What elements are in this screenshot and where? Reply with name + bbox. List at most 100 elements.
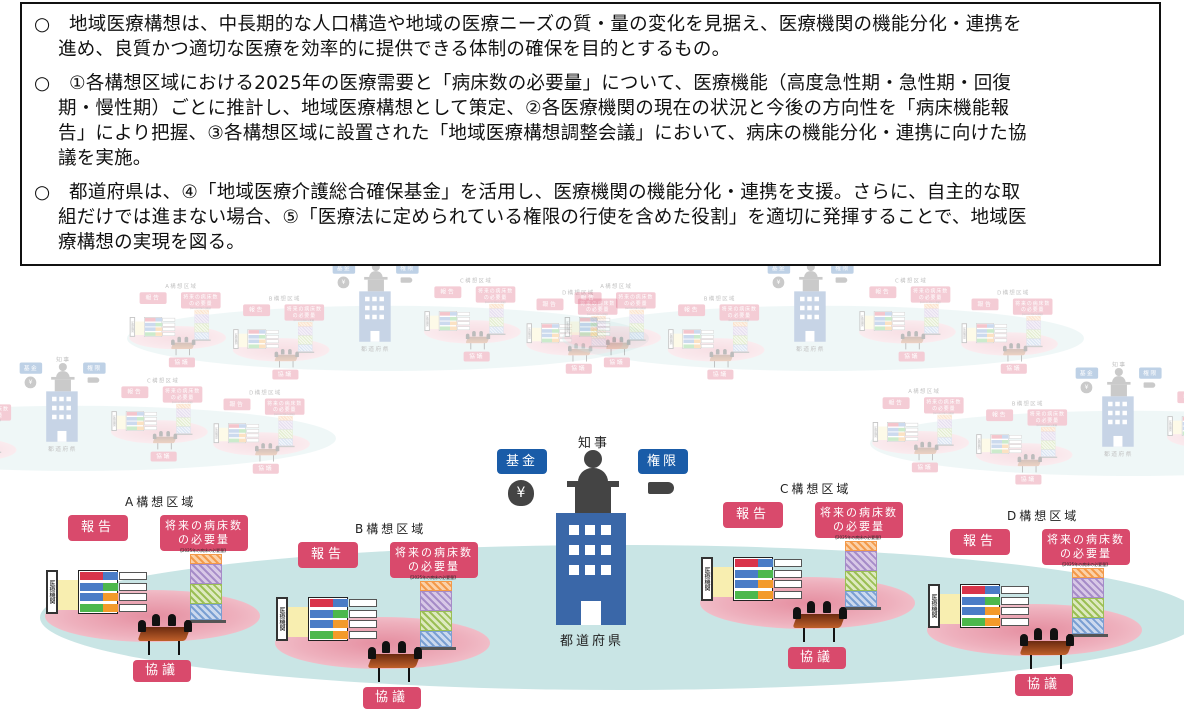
function-bar — [735, 580, 773, 588]
person-icon — [1020, 634, 1028, 646]
window-icon — [807, 314, 812, 320]
function-bar — [145, 317, 163, 322]
chart-base — [841, 607, 881, 610]
bed-need-segment — [1072, 618, 1104, 634]
bed-need-segment — [298, 335, 313, 345]
governor-head-icon — [806, 263, 815, 272]
summary-line: 組だけでは進まない場合、⑤「医療法に定められている権限の行使を含めた役割」を適切… — [58, 207, 1027, 228]
function-bar — [683, 344, 701, 348]
governor-head-icon — [58, 363, 67, 372]
function-bar — [439, 326, 457, 330]
function-cell — [457, 312, 470, 316]
function-cell — [892, 316, 905, 321]
authority-label: 権限 — [83, 362, 106, 374]
function-bar — [580, 332, 598, 336]
function-bar — [888, 422, 906, 427]
person-icon — [280, 348, 285, 355]
podium-icon — [802, 279, 819, 292]
window-icon — [569, 545, 579, 555]
bed-need-segment — [1072, 598, 1104, 618]
governor-label: 知事 — [578, 436, 611, 451]
pointing-hand-icon — [648, 482, 674, 494]
person-icon — [581, 343, 586, 349]
person-icon — [588, 345, 593, 352]
function-bar — [145, 327, 163, 331]
function-bar — [991, 439, 1009, 444]
consult-label: 協議 — [707, 369, 734, 380]
report-table — [247, 329, 266, 349]
report-label: 報告 — [121, 386, 149, 399]
table-leg — [714, 361, 715, 368]
connector — [570, 321, 580, 335]
function-bar — [962, 617, 1000, 626]
district-title: C構想区域 — [460, 277, 493, 284]
function-bar — [310, 599, 348, 607]
function-bar — [310, 620, 348, 628]
function-cell — [119, 582, 147, 591]
person-icon — [486, 333, 491, 340]
future-need-label: 将来の病床数の必要量 — [284, 304, 325, 321]
table-leg — [1021, 355, 1022, 362]
podium-icon — [567, 481, 619, 487]
function-bar — [580, 317, 598, 322]
chart-title: 【2025年の病床の必要量】 — [1060, 562, 1111, 567]
person-icon — [793, 607, 801, 619]
connector — [429, 315, 440, 330]
prefecture-label: 都道府県 — [361, 345, 390, 353]
chart-title: 【2025年の病床の必要量】 — [918, 301, 942, 304]
bed-need-segment — [629, 323, 644, 333]
window-icon — [372, 305, 377, 311]
function-cell — [246, 424, 260, 428]
report-label: 報告 — [298, 542, 358, 568]
report-label: 報告 — [139, 292, 167, 304]
prefecture-building-icon — [1102, 396, 1134, 447]
function-cell — [266, 334, 279, 339]
function-cell — [994, 333, 1008, 338]
person-icon — [914, 444, 918, 450]
window-icon — [1122, 401, 1127, 407]
district-pink-ellipse — [859, 320, 956, 344]
governor-head-icon — [371, 263, 380, 272]
function-bar — [248, 339, 266, 344]
function-cell — [162, 327, 176, 331]
person-icon — [612, 336, 616, 343]
future-need-label: 将来の病床数の必要量 — [264, 398, 305, 415]
pointing-hand-icon — [1143, 382, 1156, 388]
bed-need-segment — [733, 335, 748, 345]
table-leg — [610, 348, 612, 356]
bed-need-segment — [420, 581, 452, 591]
function-cell — [1009, 439, 1022, 444]
function-bar — [541, 333, 559, 338]
institution-label: 医療機関 — [961, 323, 967, 344]
person-icon — [382, 641, 390, 653]
function-bar — [991, 444, 1009, 449]
window-icon — [372, 296, 377, 302]
chart-base — [1039, 456, 1058, 458]
report-label: 報告 — [971, 298, 999, 311]
window-icon — [814, 296, 819, 302]
consult-label: 協議 — [565, 363, 592, 374]
report-table — [887, 422, 906, 442]
bed-need-segment — [194, 314, 209, 324]
bed-need-segment — [629, 309, 644, 315]
function-cell — [905, 432, 919, 436]
report-label: 報告 — [574, 292, 602, 304]
prefecture-label: 都道府県 — [1104, 450, 1133, 458]
window-icon — [1115, 410, 1120, 416]
person-icon — [1034, 628, 1042, 640]
chart-base — [276, 445, 295, 448]
function-bar — [976, 324, 994, 328]
consult-label: 協議 — [1015, 474, 1042, 485]
window-icon — [52, 414, 57, 420]
function-bar — [439, 316, 457, 321]
table-leg — [148, 641, 150, 655]
chart-title: 【2025年の病床の必要量】 — [178, 548, 229, 553]
function-bar — [80, 572, 118, 580]
podium-icon — [367, 279, 384, 292]
window-icon — [800, 314, 805, 320]
connector — [135, 321, 145, 335]
person-icon — [268, 443, 273, 449]
person-icon — [1017, 456, 1022, 463]
institution-label: 医療機関 — [701, 557, 713, 601]
